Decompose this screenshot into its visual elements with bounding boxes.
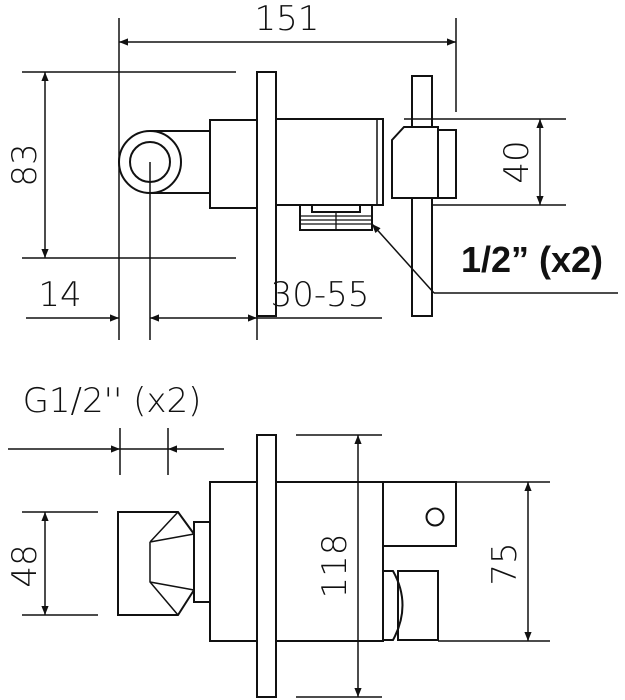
- callout-leader: [371, 223, 435, 294]
- inlet-hex: [149, 511, 195, 616]
- side-view: [8, 428, 550, 698]
- inlet-collar: [193, 521, 211, 603]
- side-valve-body: [275, 481, 384, 642]
- valve-body: [275, 118, 384, 206]
- dim-label-118: 118: [315, 534, 355, 599]
- lever-cap: [437, 129, 457, 199]
- dim-label-48: 48: [5, 544, 45, 587]
- side-wall-flange: [256, 434, 277, 698]
- dim-label-151: 151: [255, 0, 320, 39]
- side-body-neck: [209, 481, 258, 642]
- dim-label-30-55: 30-55: [271, 275, 370, 315]
- fitting-thread: [300, 212, 372, 230]
- dim-label-40: 40: [497, 140, 537, 183]
- top-view: [22, 18, 618, 340]
- dim-label-75: 75: [485, 542, 525, 585]
- dim-label-14: 14: [38, 275, 81, 315]
- lower-handle: [382, 570, 404, 641]
- lower-handle-block: [397, 570, 439, 641]
- thread-label: G1/2'' (x2): [23, 381, 202, 421]
- lever-hub: [391, 126, 439, 199]
- callout-label: 1/2” (x2): [461, 239, 603, 280]
- lever-pin: [425, 507, 445, 527]
- body-neck: [209, 119, 258, 209]
- side-lever-bar: [382, 481, 457, 547]
- dim-label-83: 83: [5, 143, 45, 186]
- inlet-fitting: [117, 511, 195, 616]
